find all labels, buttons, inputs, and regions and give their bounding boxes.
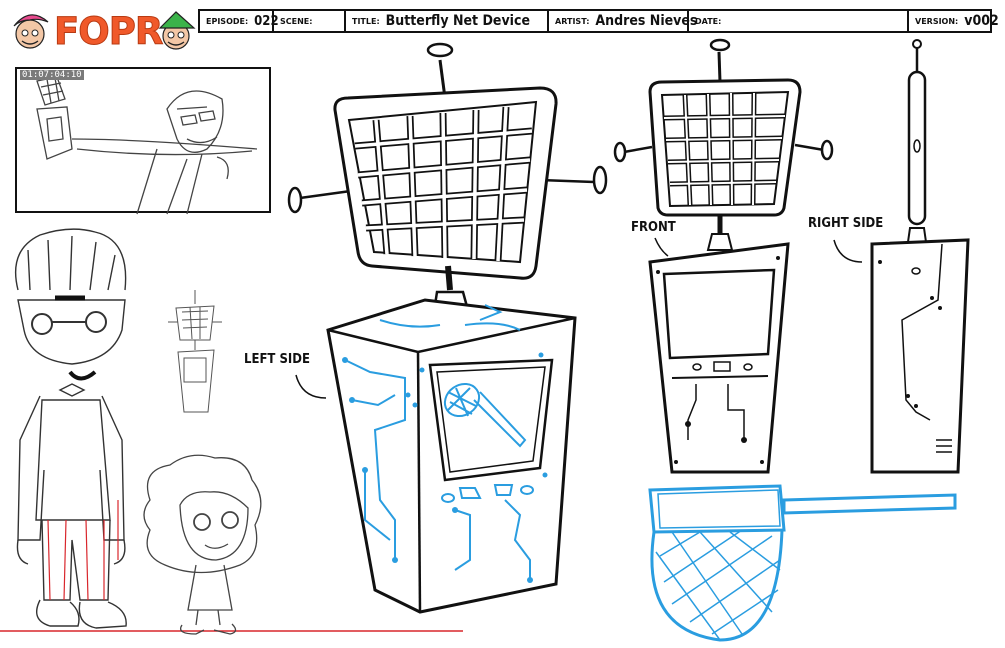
- left-side-label: LEFT SIDE: [244, 352, 310, 367]
- logo-text: FOPR: [53, 10, 163, 54]
- character-head-icon: [158, 11, 196, 50]
- episode-label: EPISODE:: [206, 16, 249, 26]
- title-value: Butterfly Net Device: [385, 13, 530, 29]
- storyboard-sketch: [36, 76, 258, 215]
- artist-value: Andres Nieves: [595, 13, 698, 29]
- tall-character-sketch: [14, 228, 127, 629]
- timecode: 01:07:04:10: [20, 70, 84, 80]
- red-leg-guides: [47, 500, 119, 601]
- scene-label: SCENE:: [280, 16, 313, 26]
- title-field: TITLE: Butterfly Net Device: [344, 9, 549, 33]
- storyboard-thumbnail: 01:07:04:10: [15, 67, 271, 215]
- girl-character-sketch: [143, 454, 262, 635]
- device-size-reference: [168, 290, 222, 413]
- butterfly-net-callout: [648, 484, 957, 642]
- version-field: VERSION: v002: [907, 9, 999, 33]
- device-right-side-view: [870, 39, 970, 474]
- version-value: v002: [964, 13, 999, 29]
- artist-field: ARTIST: Andres Nieves: [547, 9, 697, 33]
- artist-label: ARTIST:: [555, 16, 590, 26]
- front-label: FRONT: [631, 220, 676, 235]
- device-three-quarter-view: [287, 42, 608, 614]
- show-logo: FOPR: [8, 6, 200, 56]
- right-side-label: RIGHT SIDE: [808, 216, 884, 231]
- character-head-icon: [13, 14, 49, 49]
- device-front-view: [613, 38, 834, 474]
- version-label: VERSION:: [915, 16, 959, 26]
- title-label: TITLE:: [352, 16, 380, 26]
- date-label: DATE:: [695, 16, 722, 26]
